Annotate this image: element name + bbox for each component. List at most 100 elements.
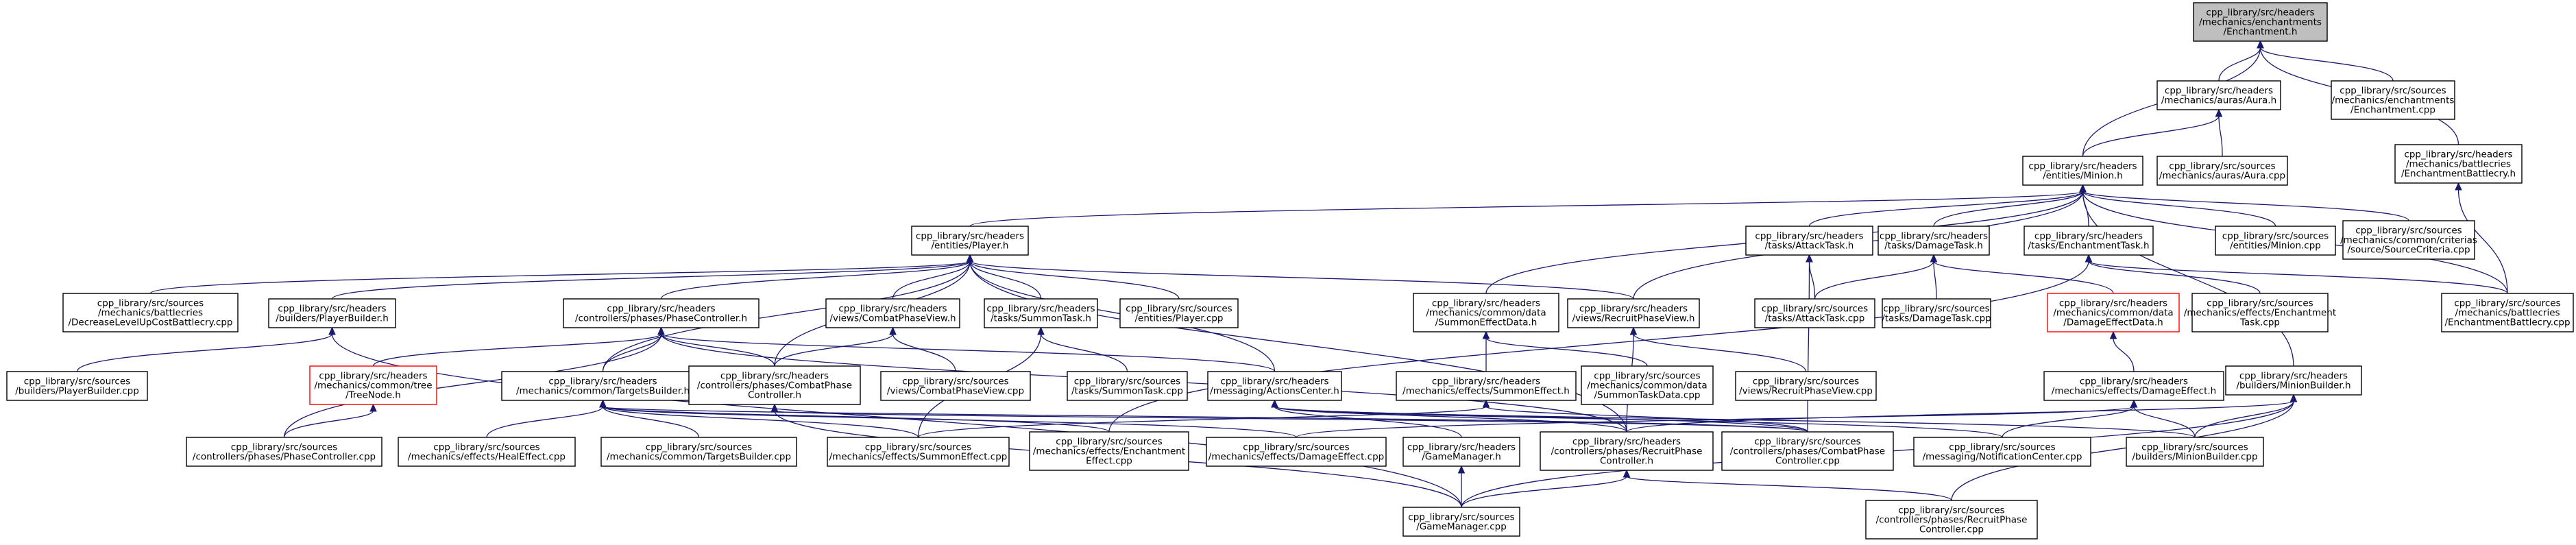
node-box xyxy=(2043,371,2224,401)
node-box xyxy=(2394,144,2523,184)
node-label-line: /GameManager.cpp xyxy=(1416,522,1507,533)
edge-phasecontroller-h-to-combatcontroller-h xyxy=(660,333,775,367)
node-minion-h[interactable]: cpp_library/src/headers/entities/Minion.… xyxy=(2022,156,2143,186)
node-label-line: /mechanics/common/criterias xyxy=(2340,235,2477,246)
node-summoneffect-h[interactable]: cpp_library/src/headers/mechanics/effect… xyxy=(1396,371,1577,401)
node-label-line: /mechanics/effects/HealEffect.cpp xyxy=(408,452,566,463)
node-label-line: cpp_library/src/sources xyxy=(2340,86,2446,97)
edge-minion-h-to-enchtask-h xyxy=(2082,191,2089,227)
edge-arrowhead xyxy=(1271,399,1278,408)
node-box xyxy=(2215,226,2336,256)
edge-actionscenter-h-to-notification-cpp xyxy=(1274,406,2003,438)
node-enchantment-cpp[interactable]: cpp_library/src/sources/mechanics/enchan… xyxy=(2331,80,2455,120)
node-attacktask-h[interactable]: cpp_library/src/headers/tasks/AttackTask… xyxy=(1745,226,1873,256)
node-recruitcontroller-cpp[interactable]: cpp_library/src/sources/controllers/phas… xyxy=(1865,500,2038,540)
node-playerbuilder-cpp[interactable]: cpp_library/src/sources/builders/PlayerB… xyxy=(6,371,148,401)
node-playerbuilder-h[interactable]: cpp_library/src/headers/builders/PlayerB… xyxy=(268,298,396,328)
node-healeffect-cpp[interactable]: cpp_library/src/sources/mechanics/effect… xyxy=(398,437,576,467)
edge-minion-h-to-minion-cpp xyxy=(2082,191,2276,227)
node-recruitcontroller-h[interactable]: cpp_library/src/headers/controllers/phas… xyxy=(1540,431,1714,471)
node-label-line: /mechanics/common/data xyxy=(1587,380,1707,391)
node-damageeffect-cpp[interactable]: cpp_library/src/sources/mechanics/effect… xyxy=(1206,437,1387,467)
node-box xyxy=(1402,437,1520,467)
edge-damagetask-h-to-damagetask-cpp xyxy=(1933,261,1937,300)
node-phasecontroller-h[interactable]: cpp_library/src/headers/controllers/phas… xyxy=(563,298,760,328)
node-sourcecriteria-cpp[interactable]: cpp_library/src/sources/mechanics/common… xyxy=(2340,220,2477,260)
node-notification-cpp[interactable]: cpp_library/src/sources/messaging/Notifi… xyxy=(1913,437,2091,467)
node-aura-cpp[interactable]: cpp_library/src/sources/mechanics/auras/… xyxy=(2156,156,2288,186)
node-damagetask-h[interactable]: cpp_library/src/headers/tasks/DamageTask… xyxy=(1878,226,1990,256)
node-minionbuilder-cpp[interactable]: cpp_library/src/sources/builders/MinionB… xyxy=(2126,437,2264,467)
node-label-line: cpp_library/src/headers xyxy=(1407,442,1516,453)
node-box xyxy=(1119,298,1239,328)
node-label-line: /mechanics/common/tree xyxy=(314,380,432,391)
node-ench-battlecry-h[interactable]: cpp_library/src/headers/mechanics/battle… xyxy=(2394,144,2523,184)
node-targetsbuilder-h[interactable]: cpp_library/src/headers/mechanics/common… xyxy=(501,371,705,401)
edge-arrowhead xyxy=(599,399,607,408)
node-targetsbuilder-cpp[interactable]: cpp_library/src/sources/mechanics/common… xyxy=(600,437,797,467)
node-label-line: /entities/Player.h xyxy=(931,241,1008,252)
edge-damagetask-h-to-damagedata-h xyxy=(1933,261,2114,294)
node-enchantment-h[interactable]: cpp_library/src/headers/mechanics/enchan… xyxy=(2193,2,2328,42)
node-label-line: cpp_library/src/headers xyxy=(2034,231,2143,242)
edge-targetsbuilder-h-to-targetsbuilder-cpp xyxy=(602,406,700,438)
node-enchtask-h[interactable]: cpp_library/src/headers/tasks/Enchantmen… xyxy=(2024,226,2154,256)
node-damagedata-h[interactable]: cpp_library/src/headers/mechanics/common… xyxy=(2047,293,2180,332)
node-box xyxy=(1878,226,1990,256)
node-box xyxy=(1413,293,1559,332)
node-box xyxy=(825,298,960,328)
edge-player-h-to-targetsbuilder-h xyxy=(602,261,971,372)
node-phasecontroller-cpp[interactable]: cpp_library/src/sources/controllers/phas… xyxy=(186,437,382,467)
edge-phasecontroller-h-to-targetsbuilder-h xyxy=(602,333,662,372)
node-ench-effect-cpp[interactable]: cpp_library/src/sources/mechanics/effect… xyxy=(1029,431,1189,471)
edge-minionbuilder-h-to-minionbuilder-cpp xyxy=(2194,400,2294,438)
node-aura-h[interactable]: cpp_library/src/headers/mechanics/auras/… xyxy=(2156,80,2281,110)
node-box xyxy=(2193,2,2328,42)
node-damageeffect-h[interactable]: cpp_library/src/headers/mechanics/effect… xyxy=(2043,371,2224,401)
edge-arrowhead xyxy=(1482,399,1490,408)
node-damagetask-cpp[interactable]: cpp_library/src/sources/tasks/DamageTask… xyxy=(1882,298,1991,328)
node-summondata-h[interactable]: cpp_library/src/headers/mechanics/common… xyxy=(1413,293,1559,332)
node-recruitview-cpp[interactable]: cpp_library/src/sources/views/RecruitPha… xyxy=(1735,371,1877,401)
node-label-line: Controller.h xyxy=(1600,456,1653,467)
node-box xyxy=(1882,298,1991,328)
node-attacktask-cpp[interactable]: cpp_library/src/sources/tasks/AttackTask… xyxy=(1754,298,1875,328)
node-box xyxy=(827,437,1010,467)
node-player-h[interactable]: cpp_library/src/headers/entities/Player.… xyxy=(911,226,1029,256)
node-summontask-cpp[interactable]: cpp_library/src/sources/tasks/SummonTask… xyxy=(1067,371,1188,401)
node-enchtask-cpp[interactable]: cpp_library/src/sources/mechanics/effect… xyxy=(2184,293,2336,332)
node-player-cpp[interactable]: cpp_library/src/sources/entities/Player.… xyxy=(1119,298,1239,328)
node-actionscenter-h[interactable]: cpp_library/src/headers/messaging/Action… xyxy=(1207,371,1342,401)
node-box xyxy=(2342,220,2475,260)
node-box xyxy=(1396,371,1577,401)
node-summoneffect-cpp[interactable]: cpp_library/src/sources/mechanics/effect… xyxy=(827,437,1010,467)
node-label-line: cpp_library/src/sources xyxy=(1074,376,1180,387)
node-recruitview-h[interactable]: cpp_library/src/headers/views/RecruitPha… xyxy=(1567,298,1700,328)
node-box xyxy=(1913,437,2091,467)
node-label-line: /builders/MinionBuilder.h xyxy=(2236,380,2350,391)
node-label-line: /entities/Minion.h xyxy=(2043,171,2123,182)
node-ench-battlecry-cpp[interactable]: cpp_library/src/sources/mechanics/battle… xyxy=(2441,293,2574,332)
node-label-line: cpp_library/src/headers xyxy=(2080,376,2188,387)
node-summontask-h[interactable]: cpp_library/src/headers/tasks/SummonTask… xyxy=(984,298,1098,328)
node-label-line: cpp_library/src/headers xyxy=(1432,376,1540,387)
node-combatview-cpp[interactable]: cpp_library/src/sources/views/CombatPhas… xyxy=(880,371,1031,401)
node-combatview-h[interactable]: cpp_library/src/headers/views/CombatPhas… xyxy=(825,298,960,328)
edge-minion-h-to-player-h xyxy=(969,191,2084,227)
node-gamemanager-h[interactable]: cpp_library/src/headers/GameManager.h xyxy=(1402,437,1520,467)
node-label-line: cpp_library/src/headers xyxy=(916,231,1024,242)
node-box xyxy=(6,371,148,401)
node-label-line: /mechanics/effects/DamageEffect.cpp xyxy=(1208,452,1384,463)
node-gamemanager-cpp[interactable]: cpp_library/src/sources/GameManager.cpp xyxy=(1402,507,1520,537)
node-summondata-cpp[interactable]: cpp_library/src/sources/mechanics/common… xyxy=(1581,365,1714,405)
node-minionbuilder-h[interactable]: cpp_library/src/headers/builders/MinionB… xyxy=(2225,365,2362,396)
node-box xyxy=(309,365,437,405)
node-treenode-h[interactable]: cpp_library/src/headers/mechanics/common… xyxy=(309,365,437,405)
node-decrease-cpp[interactable]: cpp_library/src/sources/mechanics/battle… xyxy=(62,293,239,332)
node-minion-cpp[interactable]: cpp_library/src/sources/entities/Minion.… xyxy=(2215,226,2336,256)
node-combatcontroller-cpp[interactable]: cpp_library/src/sources/controllers/phas… xyxy=(1721,431,1894,471)
node-combatcontroller-h[interactable]: cpp_library/src/headers/controllers/phas… xyxy=(688,365,861,405)
node-label-line: /mechanics/effects/DamageEffect.h xyxy=(2052,386,2216,397)
node-label-line: cpp_library/src/headers xyxy=(720,371,829,382)
edge-damageeffect-h-to-notification-cpp xyxy=(2002,406,2135,438)
